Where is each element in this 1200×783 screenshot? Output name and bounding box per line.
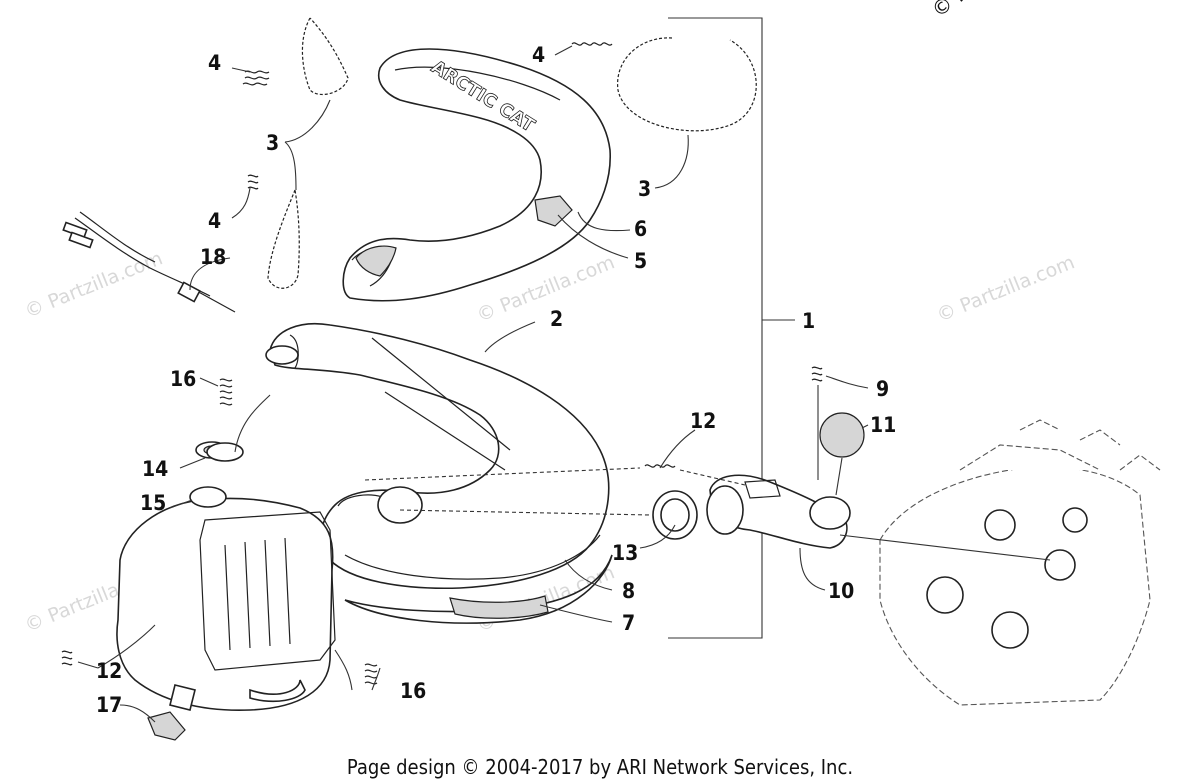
assembly-bracket <box>668 17 795 639</box>
callout-15: 15 <box>140 491 166 515</box>
callout-11: 11 <box>870 413 896 437</box>
callout-7: 7 <box>622 611 635 635</box>
callout-8: 8 <box>622 579 635 603</box>
chain-straps <box>267 17 757 289</box>
springs <box>242 42 613 190</box>
callout-4: 4 <box>208 51 221 75</box>
sensor <box>62 211 236 313</box>
callout-4: 4 <box>532 43 545 67</box>
manifold <box>706 474 851 549</box>
callout-16: 16 <box>170 367 196 391</box>
callout-5: 5 <box>634 249 647 273</box>
callout-4: 4 <box>208 209 221 233</box>
engine-outline <box>879 419 1161 706</box>
callout-12: 12 <box>690 409 716 433</box>
heat-shield: ARCTIC CAT <box>342 48 611 302</box>
callout-16: 16 <box>400 679 426 703</box>
corner-copyright: © P <box>927 0 972 22</box>
callout-2: 2 <box>550 307 563 331</box>
callout-14: 14 <box>142 457 168 481</box>
expansion-chamber <box>265 323 610 590</box>
callout-9: 9 <box>876 377 889 401</box>
seal <box>652 490 698 540</box>
muffler <box>116 441 336 712</box>
callout-17: 17 <box>96 693 122 717</box>
callout-6: 6 <box>634 217 647 241</box>
plug <box>819 412 865 458</box>
leader-lines <box>77 45 1051 723</box>
watermark: © Partzilla.com <box>22 247 166 322</box>
watermark: © Partzilla.com <box>934 251 1078 326</box>
callout-10: 10 <box>828 579 854 603</box>
springs-lower <box>61 366 823 685</box>
callout-3: 3 <box>638 177 651 201</box>
footer-copyright: Page design © 2004-2017 by ARI Network S… <box>347 755 853 779</box>
grommet <box>147 684 196 741</box>
callouts: 1 2 3 3 3 4 4 4 5 6 7 8 9 10 11 12 12 13… <box>96 43 896 717</box>
callout-13: 13 <box>612 541 638 565</box>
gasket <box>206 442 244 462</box>
heat-shield-clamp <box>534 195 573 227</box>
callout-1: 1 <box>802 309 815 333</box>
callout-12: 12 <box>96 659 122 683</box>
callout-18: 18 <box>200 245 226 269</box>
callout-3: 3 <box>266 131 279 155</box>
